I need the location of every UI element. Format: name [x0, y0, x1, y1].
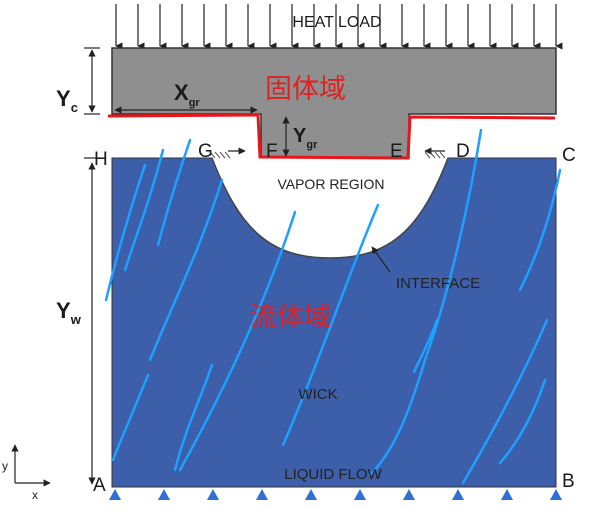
- liquid-flow-label: LIQUID FLOW: [284, 466, 382, 483]
- inlet-arrow: [158, 489, 170, 500]
- inlet-arrow: [550, 489, 562, 500]
- dimension-lines: [84, 47, 290, 485]
- solid-domain-label: 固体域: [265, 74, 346, 105]
- point-f-label: F: [266, 141, 278, 162]
- inlet-arrow: [109, 489, 121, 500]
- wick-label: WICK: [298, 386, 337, 403]
- interface-label: INTERFACE: [396, 275, 480, 292]
- fluid-domain-label: 流体域: [250, 302, 331, 333]
- heat-load-arrows: [115, 4, 563, 50]
- yw-label: Yw: [56, 298, 82, 327]
- inlet-arrow: [501, 489, 513, 500]
- axis-indicator: [11, 444, 51, 487]
- point-d-label: D: [456, 141, 470, 162]
- interface-pointer: [371, 246, 391, 273]
- vapor-region-outline: [211, 157, 449, 259]
- inlet-arrow: [452, 489, 464, 500]
- vapor-region-label: VAPOR REGION: [277, 176, 384, 192]
- point-b-label: B: [562, 471, 575, 492]
- hand-drawn-strokes: [104, 128, 562, 485]
- inlet-arrow: [305, 489, 317, 500]
- point-c-label: C: [562, 145, 576, 166]
- liquid-inlet-arrows: [109, 489, 562, 500]
- heat-load-label: HEAT LOAD: [292, 14, 381, 31]
- axis-x-label: x: [32, 488, 38, 502]
- inlet-arrow: [207, 489, 219, 500]
- point-g-label: G: [198, 141, 213, 162]
- yc-label: Yc: [56, 86, 78, 115]
- xgr-label: Xgr: [174, 80, 200, 109]
- point-e-label: E: [390, 141, 403, 162]
- inlet-arrow: [256, 489, 268, 500]
- inlet-arrow: [354, 489, 366, 500]
- red-interface-line: [107, 113, 556, 160]
- point-h-label: H: [94, 149, 108, 170]
- point-a-label: A: [93, 475, 106, 496]
- inlet-arrow: [403, 489, 415, 500]
- ygr-label: Ygr: [293, 125, 318, 151]
- axis-y-label: y: [2, 459, 8, 473]
